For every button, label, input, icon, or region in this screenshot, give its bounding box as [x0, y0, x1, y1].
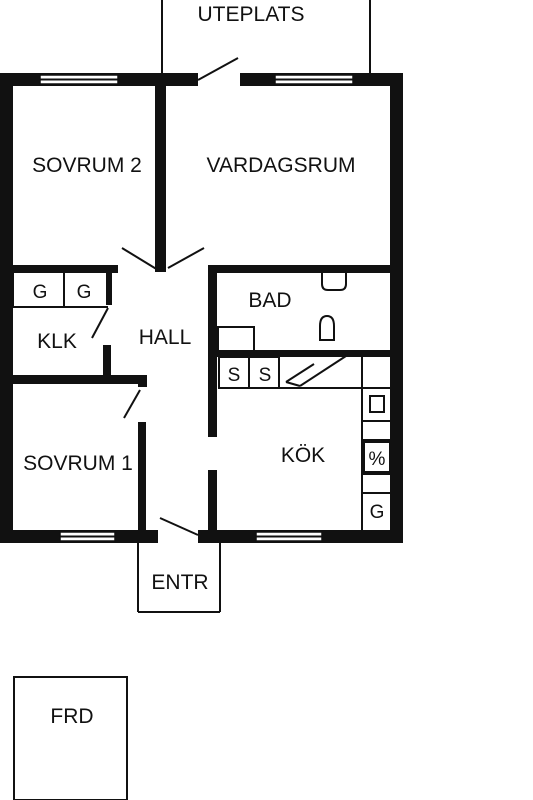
- patio-door: [197, 57, 239, 81]
- label-closet-g-2: G: [77, 282, 92, 303]
- label-bad: BAD: [248, 289, 291, 312]
- dishwasher-icon: %: [369, 449, 386, 470]
- label-hall: HALL: [139, 326, 192, 349]
- label-klk: KLK: [37, 330, 77, 353]
- door-swings: [91, 247, 205, 536]
- label-vardagsrum: VARDAGSRUM: [207, 154, 356, 177]
- stove-icon: [369, 395, 385, 413]
- bathroom-fixtures: [217, 273, 347, 352]
- label-uteplats: UTEPLATS: [198, 3, 305, 26]
- interior-walls: [8, 80, 398, 540]
- storage-room: [13, 676, 128, 800]
- patio: [161, 0, 371, 76]
- label-frd: FRD: [50, 705, 93, 728]
- wardrobe-door: [285, 355, 347, 387]
- shower: [217, 326, 255, 352]
- entrance: [137, 540, 221, 613]
- toilet-icon: [319, 314, 335, 341]
- label-closet-s-1: S: [228, 365, 241, 386]
- label-sovrum-2: SOVRUM 2: [32, 154, 142, 177]
- windows: [39, 74, 354, 542]
- label-entr: ENTR: [151, 571, 208, 594]
- label-closet-g-1: G: [33, 282, 48, 303]
- kitchen-storage: [218, 356, 392, 530]
- label-closet-s-2: S: [259, 365, 272, 386]
- sink-icon: [321, 273, 347, 291]
- label-sovrum-1: SOVRUM 1: [23, 452, 133, 475]
- label-kok: KÖK: [281, 444, 325, 467]
- label-kitchen-g: G: [370, 502, 385, 523]
